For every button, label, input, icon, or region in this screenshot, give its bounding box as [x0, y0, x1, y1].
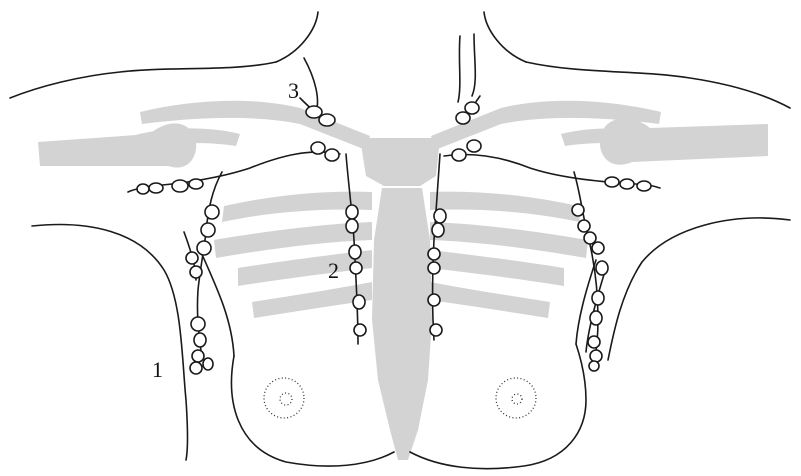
- lymph-node: [325, 149, 339, 161]
- left-nipple: [280, 393, 292, 405]
- lymph-node: [349, 245, 361, 259]
- right-areola: [496, 378, 536, 418]
- lymph-node: [592, 291, 604, 305]
- lymph-node: [172, 180, 188, 192]
- lymph-node: [584, 232, 596, 244]
- sternum: [372, 188, 432, 460]
- lymph-node: [189, 179, 203, 189]
- right-rib-1: [430, 192, 580, 222]
- lymph-node: [137, 184, 149, 194]
- lymph-node: [592, 242, 604, 254]
- lymph-node: [432, 223, 444, 237]
- skeleton: [38, 101, 768, 460]
- lymph-node: [578, 220, 590, 232]
- right-neck-line: [484, 12, 526, 62]
- lymph-node: [311, 142, 325, 154]
- right-rib-4: [430, 282, 550, 318]
- lymph-node: [430, 324, 442, 336]
- left-shoulder-line: [10, 62, 276, 98]
- lymph-node: [205, 205, 219, 219]
- lymph-node: [620, 179, 634, 189]
- lymph-node: [428, 248, 440, 260]
- right-nipple: [512, 394, 522, 404]
- lymph-node: [354, 324, 366, 336]
- lymph-node: [590, 311, 602, 325]
- lymph-node: [589, 361, 599, 371]
- lymph-node: [190, 266, 202, 278]
- lymph-node: [467, 140, 481, 152]
- lymph-node: [434, 209, 446, 223]
- lymph-node: [350, 262, 362, 274]
- lymph-node: [637, 181, 651, 191]
- right-rib-2: [430, 222, 588, 258]
- lymph-node: [194, 333, 206, 347]
- lymph-node: [346, 219, 358, 233]
- lymph-node: [190, 362, 202, 374]
- left-areola: [264, 378, 304, 418]
- right-neck-inner-line: [458, 36, 460, 102]
- lymph-node: [306, 106, 322, 118]
- lymph-node: [353, 295, 365, 309]
- left-neck-line: [276, 12, 318, 62]
- right-breast-outline: [410, 344, 586, 469]
- lymph-node: [588, 336, 600, 348]
- lymph-node: [452, 149, 466, 161]
- label-axillary-nodes: 1: [152, 357, 163, 382]
- right-arm-outline: [608, 218, 790, 360]
- left-axillary-vessel: [197, 172, 222, 360]
- lymph-node: [149, 183, 163, 193]
- right-neck-inner-line-2: [472, 34, 475, 96]
- lymph-node: [203, 358, 213, 370]
- lymph-node: [319, 114, 335, 126]
- lymph-node: [346, 205, 358, 219]
- lymph-node: [197, 241, 211, 255]
- lymph-node: [186, 252, 198, 264]
- label-internal-mammary-nodes: 2: [328, 258, 339, 283]
- lymph-node: [596, 261, 608, 275]
- lymph-node: [192, 350, 204, 362]
- left-breast-outline: [232, 356, 394, 466]
- lymph-node: [456, 112, 470, 124]
- right-internal-mammary-vessel: [433, 154, 441, 340]
- left-arm-outline: [32, 225, 188, 460]
- manubrium: [360, 138, 440, 186]
- lymph-node: [572, 204, 584, 216]
- lymph-node: [191, 317, 205, 331]
- lymph-node: [428, 294, 440, 306]
- right-rib-3: [430, 250, 564, 286]
- lymph-node: [605, 177, 619, 187]
- lymph-node: [201, 223, 215, 237]
- lymph-node: [590, 350, 602, 362]
- lymph-node: [428, 262, 440, 274]
- label-supraclavicular-nodes: 3: [288, 78, 299, 103]
